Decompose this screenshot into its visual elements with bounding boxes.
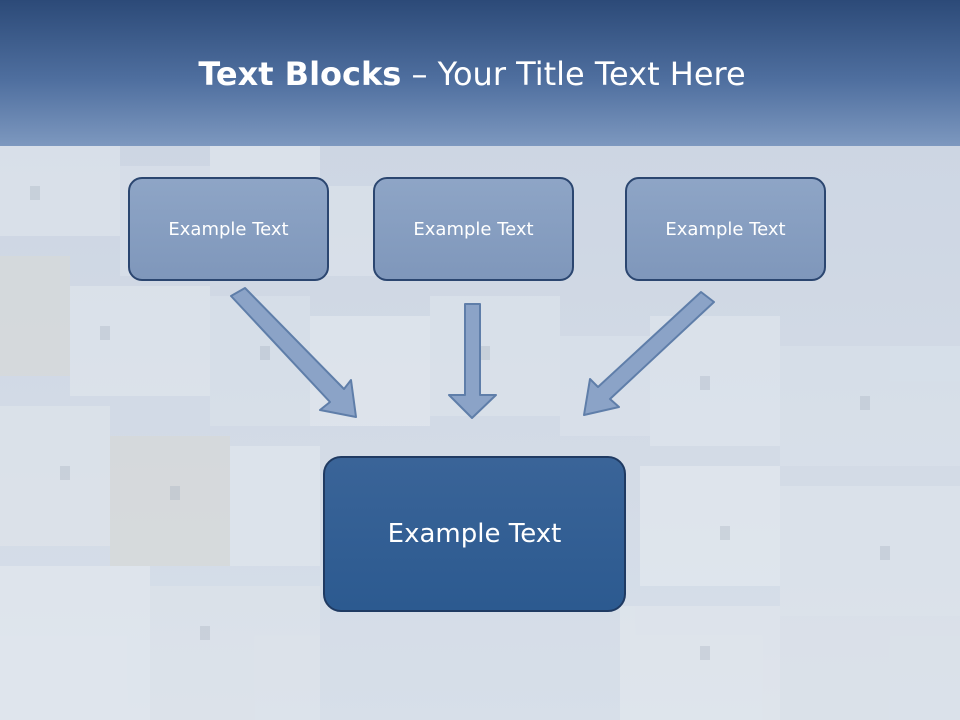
title-regular-part: – Your Title Text Here [401,55,746,93]
main-text-block-label: Example Text [387,519,562,549]
text-block-1-label: Example Text [168,218,289,240]
text-block-3[interactable]: Example Text [625,177,826,281]
slide-title: Text Blocks – Your Title Text Here [0,52,944,96]
title-bar [0,0,960,146]
arrow-right-diagonal [583,291,715,416]
title-bold-part: Text Blocks [198,55,402,93]
arrow-middle-down [448,303,497,419]
text-block-3-label: Example Text [665,218,786,240]
text-block-2[interactable]: Example Text [373,177,574,281]
arrow-left-diagonal [230,287,357,418]
text-block-1[interactable]: Example Text [128,177,329,281]
text-block-2-label: Example Text [413,218,534,240]
main-text-block[interactable]: Example Text [323,456,626,612]
